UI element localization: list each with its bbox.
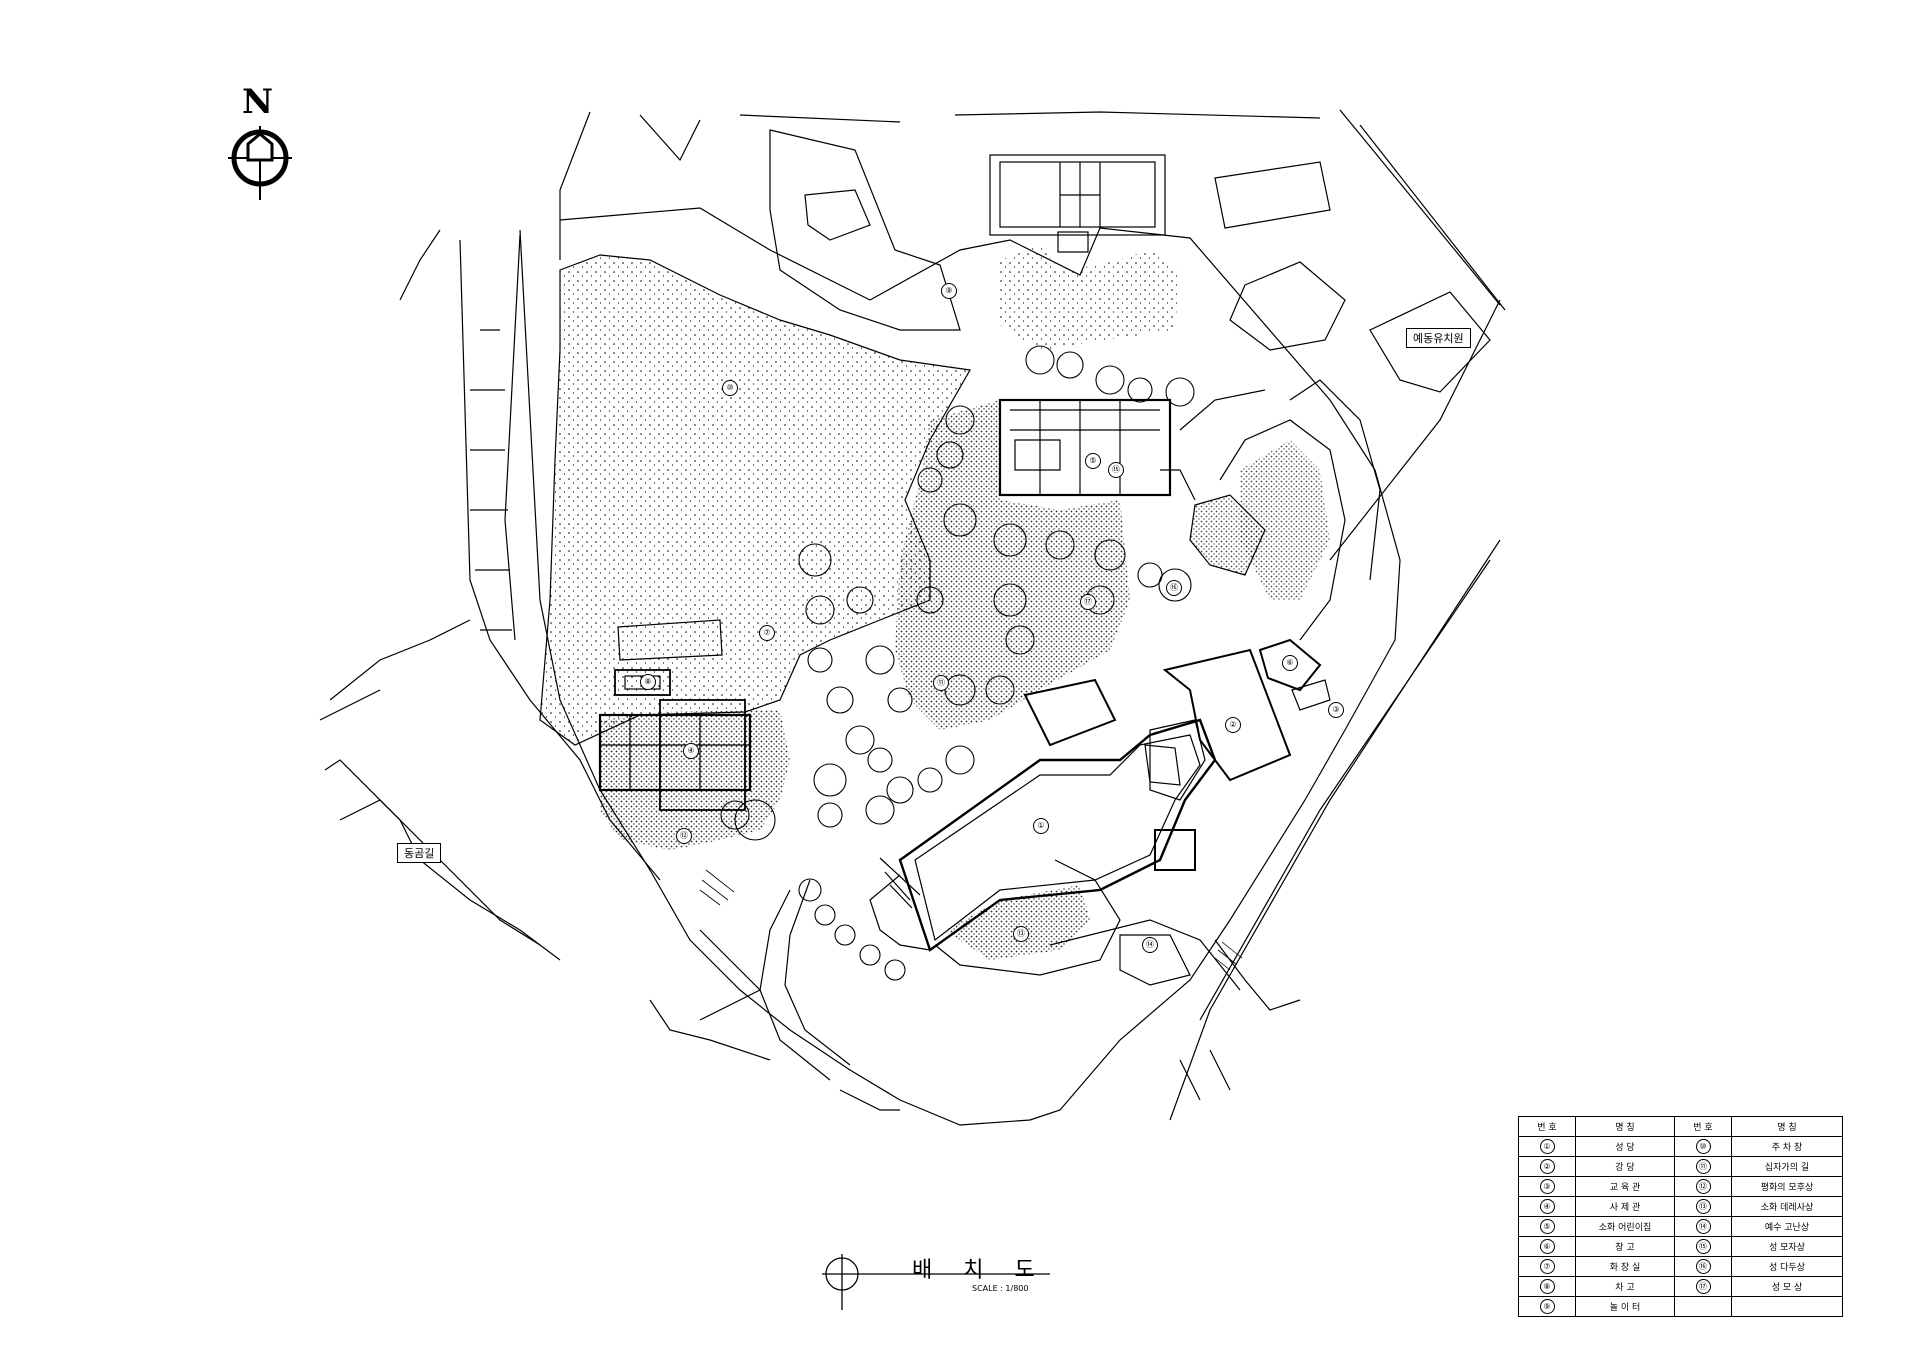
- legend-number: ③: [1539, 1179, 1555, 1194]
- legend-number: ⑬: [1695, 1199, 1711, 1214]
- legend-name: 화 장 실: [1575, 1256, 1675, 1277]
- site-number-7: ⑦: [759, 625, 775, 641]
- site-number-10: ⑩: [722, 380, 738, 396]
- title-block-symbol: [822, 1254, 1050, 1310]
- legend-name: 예수 고난상: [1731, 1216, 1843, 1237]
- site-number-8: ⑧: [640, 674, 656, 690]
- legend-row: ② 강 당 ⑪ 십자가의 길: [1518, 1156, 1843, 1177]
- north-letter: N: [242, 82, 274, 122]
- legend-header-name-1: 명 칭: [1575, 1116, 1675, 1137]
- legend-name: 성 모자상: [1731, 1236, 1843, 1257]
- legend-row: ① 성 당 ⑩ 주 차 장: [1518, 1136, 1843, 1157]
- site-number-5: ⑤: [1085, 453, 1101, 469]
- site-number-1: ①: [1033, 818, 1049, 834]
- legend-row: ⑨ 놀 이 터: [1518, 1296, 1843, 1317]
- legend-number: ①: [1539, 1139, 1555, 1154]
- legend-number-empty: [1674, 1296, 1732, 1317]
- legend-name: 십자가의 길: [1731, 1156, 1843, 1177]
- site-number-4: ④: [683, 743, 699, 759]
- legend-number: ⑰: [1695, 1279, 1711, 1294]
- legend-name: 강 당: [1575, 1156, 1675, 1177]
- site-number-14: ⑭: [1142, 937, 1158, 953]
- legend-number: ⑫: [1695, 1179, 1711, 1194]
- legend-number: ⑥: [1539, 1239, 1555, 1254]
- legend-name-empty: [1731, 1296, 1843, 1317]
- legend-number: ④: [1539, 1199, 1555, 1214]
- drawing-title: 배 치 도: [912, 1258, 1047, 1283]
- legend-name: 놀 이 터: [1575, 1296, 1675, 1317]
- legend-table: 번 호 명 칭 번 호 명 칭 ① 성 당 ⑩ 주 차 장 ② 강 당 ⑪ 십자…: [1518, 1116, 1843, 1317]
- site-number-13: ⑬: [1013, 926, 1029, 942]
- legend-number: ②: [1539, 1159, 1555, 1174]
- legend-row: ⑦ 화 장 실 ⑯ 성 다두상: [1518, 1256, 1843, 1277]
- legend-number: ⑧: [1539, 1279, 1555, 1294]
- legend-name: 소화 데레사상: [1731, 1196, 1843, 1217]
- legend-header-row: 번 호 명 칭 번 호 명 칭: [1518, 1116, 1843, 1137]
- site-number-11: ⑪: [933, 675, 949, 691]
- legend-number: ⑨: [1539, 1299, 1555, 1314]
- site-number-6: ⑥: [1282, 655, 1298, 671]
- legend-number: ⑦: [1539, 1259, 1555, 1274]
- drawing-scale: SCALE : 1/800: [972, 1284, 1029, 1293]
- site-number-9: ⑨: [941, 283, 957, 299]
- legend-number: ⑤: [1539, 1219, 1555, 1234]
- site-number-15: ⑮: [1108, 462, 1124, 478]
- legend-number: ⑮: [1695, 1239, 1711, 1254]
- legend-header-name-2: 명 칭: [1731, 1116, 1843, 1137]
- label-dongbu-school: 예동유치원: [1406, 328, 1471, 348]
- site-number-2: ②: [1225, 717, 1241, 733]
- label-sachal: 동곰길: [397, 843, 442, 863]
- legend-name: 성 모 상: [1731, 1276, 1843, 1297]
- legend-name: 소화 어린이집: [1575, 1216, 1675, 1237]
- legend-number: ⑯: [1695, 1259, 1711, 1274]
- legend-number: ⑪: [1695, 1159, 1711, 1174]
- legend-name: 교 육 관: [1575, 1176, 1675, 1197]
- site-number-12: ⑫: [676, 828, 692, 844]
- legend-header-number-2: 번 호: [1674, 1116, 1732, 1137]
- legend-name: 차 고: [1575, 1276, 1675, 1297]
- site-number-3: ③: [1328, 702, 1344, 718]
- legend-header-number-1: 번 호: [1518, 1116, 1576, 1137]
- site-number-16: ⑯: [1166, 580, 1182, 596]
- legend-row: ④ 사 제 관 ⑬ 소화 데레사상: [1518, 1196, 1843, 1217]
- site-number-17: ⑰: [1080, 594, 1096, 610]
- legend-row: ③ 교 육 관 ⑫ 평화의 모후상: [1518, 1176, 1843, 1197]
- legend-name: 주 차 장: [1731, 1136, 1843, 1157]
- legend-name: 사 제 관: [1575, 1196, 1675, 1217]
- legend-row: ⑤ 소화 어린이집 ⑭ 예수 고난상: [1518, 1216, 1843, 1237]
- north-arrow-icon: [228, 126, 292, 200]
- legend-number: ⑩: [1695, 1139, 1711, 1154]
- legend-row: ⑥ 창 고 ⑮ 성 모자상: [1518, 1236, 1843, 1257]
- legend-name: 평화의 모후상: [1731, 1176, 1843, 1197]
- legend-name: 창 고: [1575, 1236, 1675, 1257]
- legend-number: ⑭: [1695, 1219, 1711, 1234]
- legend-name: 성 다두상: [1731, 1256, 1843, 1277]
- legend-name: 성 당: [1575, 1136, 1675, 1157]
- legend-row: ⑧ 차 고 ⑰ 성 모 상: [1518, 1276, 1843, 1297]
